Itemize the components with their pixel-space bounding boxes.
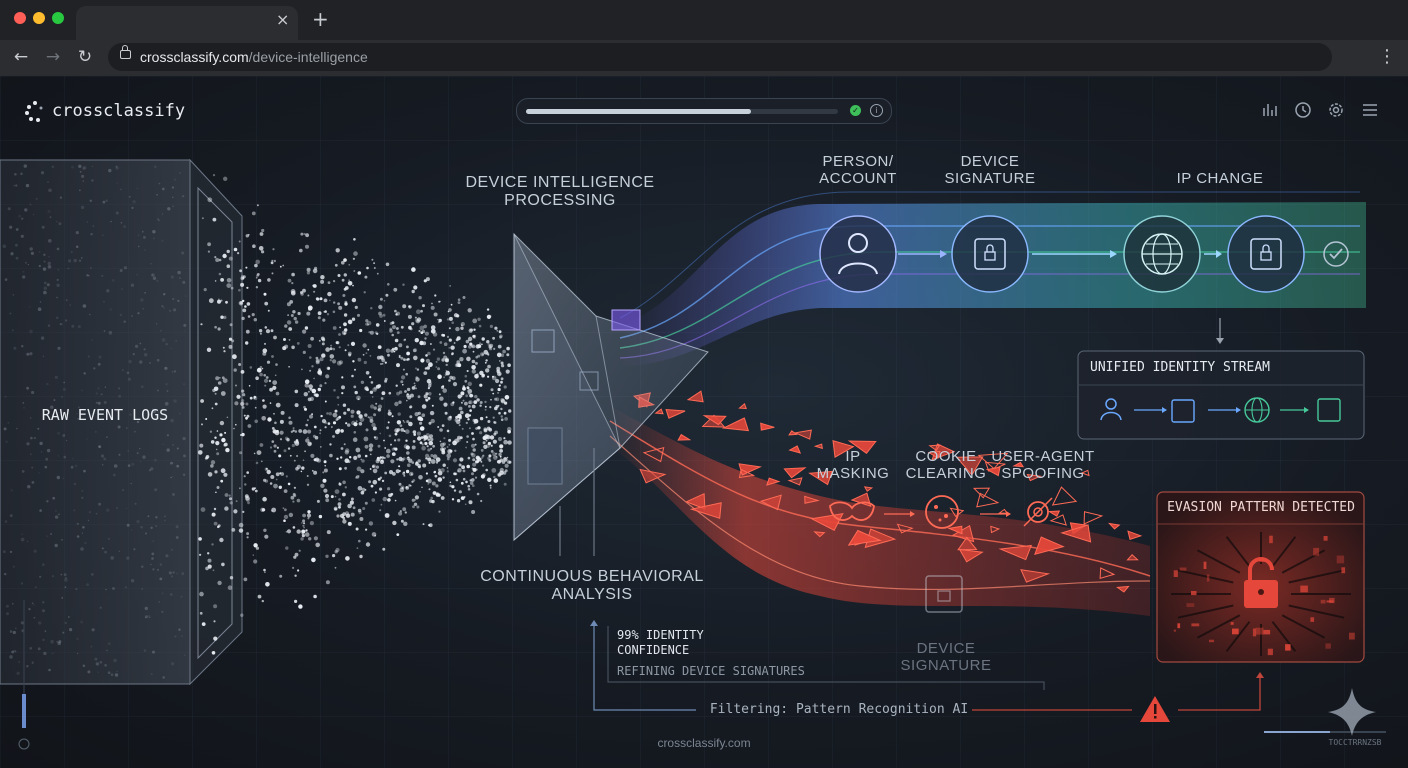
cookie-label: COOKIE CLEARING bbox=[905, 448, 987, 482]
gear-spoof-icon bbox=[1023, 497, 1053, 527]
raw-logs-slab bbox=[0, 158, 243, 686]
forward-button[interactable]: → bbox=[45, 47, 61, 67]
status-ok-icon: ✓ bbox=[850, 105, 861, 116]
processing-prism bbox=[513, 232, 709, 556]
url-text[interactable]: crossclassify.com/device-intelligence bbox=[140, 49, 368, 65]
ghost-signature-label: DEVICE SIGNATURE bbox=[900, 640, 992, 674]
minimize-window-button[interactable] bbox=[33, 12, 45, 24]
brand-name: crossclassify bbox=[52, 101, 186, 121]
warning-icon bbox=[1140, 696, 1170, 722]
progress-fill bbox=[526, 109, 751, 114]
menu-icon[interactable] bbox=[1360, 100, 1380, 120]
close-tab-icon[interactable]: × bbox=[276, 10, 290, 29]
feedback-loop bbox=[590, 620, 1264, 711]
diagram-canvas bbox=[0, 158, 1386, 750]
arrow-head-icon bbox=[910, 511, 915, 517]
evasion-panel bbox=[1156, 491, 1365, 663]
navigation-bar: ← → ↻ crossclassify.com/device-intellige… bbox=[0, 40, 1408, 76]
clock-icon[interactable] bbox=[1293, 100, 1313, 120]
lock-icon bbox=[120, 45, 131, 59]
analytics-icon[interactable] bbox=[1260, 100, 1280, 120]
signature-label: DEVICE SIGNATURE bbox=[944, 153, 1036, 187]
url-host: crossclassify.com bbox=[140, 49, 249, 65]
analysis-progress: ✓ i bbox=[516, 98, 892, 124]
arrow-head-icon bbox=[1110, 250, 1117, 258]
ghost-signature-chip-icon bbox=[925, 575, 963, 613]
arrow-head-icon bbox=[1006, 511, 1011, 517]
progress-track bbox=[526, 109, 838, 114]
raw-logs-label: RAW EVENT LOGS bbox=[41, 406, 169, 424]
close-window-button[interactable] bbox=[14, 12, 26, 24]
info-icon[interactable]: i bbox=[870, 104, 883, 117]
new-tab-button[interactable]: + bbox=[312, 7, 329, 31]
logo-mark-icon bbox=[25, 101, 43, 122]
evasion-title: EVASION PATTERN DETECTED bbox=[1167, 500, 1355, 515]
sparkle-icon bbox=[1328, 688, 1376, 736]
arrow-down-icon bbox=[1216, 338, 1224, 344]
unified-identity-panel bbox=[1077, 350, 1365, 440]
arrow-head-icon bbox=[940, 250, 947, 258]
particle-cloud bbox=[198, 174, 512, 655]
confidence-text: 99% IDENTITY CONFIDENCE bbox=[617, 628, 704, 657]
device-signature-chip-icon bbox=[951, 215, 1029, 293]
maximize-window-button[interactable] bbox=[52, 12, 64, 24]
tab-bar: × + bbox=[0, 0, 1408, 40]
device-signature-chip-icon-2 bbox=[1227, 215, 1305, 293]
ip-change-label: IP CHANGE bbox=[1176, 170, 1264, 187]
back-button[interactable]: ← bbox=[13, 47, 29, 67]
ip-masking-label: IP MASKING bbox=[816, 448, 890, 482]
browser-tab[interactable] bbox=[76, 6, 298, 40]
filtering-text: Filtering: Pattern Recognition AI bbox=[709, 702, 969, 717]
left-gauge bbox=[18, 600, 30, 750]
arrow-head-icon bbox=[1216, 250, 1222, 258]
refining-text: REFINING DEVICE SIGNATURES bbox=[617, 664, 805, 678]
footer-domain[interactable]: crossclassify.com bbox=[657, 736, 751, 750]
address-bar[interactable]: crossclassify.com/device-intelligence bbox=[108, 43, 1332, 71]
reload-button[interactable]: ↻ bbox=[77, 47, 93, 67]
raw-logs-noise bbox=[2, 164, 187, 679]
url-path: /device-intelligence bbox=[248, 49, 368, 65]
behavioral-title: CONTINUOUS BEHAVIORAL ANALYSIS bbox=[480, 568, 704, 603]
cookie-icon bbox=[925, 495, 959, 529]
check-circle-icon bbox=[1323, 241, 1349, 267]
gear-icon[interactable] bbox=[1326, 100, 1346, 120]
corner-code: TOCCTRRNZSB bbox=[1328, 738, 1382, 747]
unified-title: UNIFIED IDENTITY STREAM bbox=[1090, 360, 1271, 375]
mask-icon bbox=[829, 501, 875, 521]
evasion-stream bbox=[609, 406, 1151, 616]
person-label: PERSON/ ACCOUNT bbox=[819, 153, 897, 187]
person-account-icon bbox=[819, 215, 897, 293]
app-canvas: crossclassify ✓ i RAW bbox=[0, 76, 1408, 768]
processing-title: DEVICE INTELLIGENCE PROCESSING bbox=[465, 174, 655, 209]
browser-menu-icon[interactable]: ⋮ bbox=[1378, 46, 1396, 67]
globe-icon bbox=[1123, 215, 1201, 293]
spoofing-label: USER-AGENT SPOOFING bbox=[991, 448, 1095, 482]
